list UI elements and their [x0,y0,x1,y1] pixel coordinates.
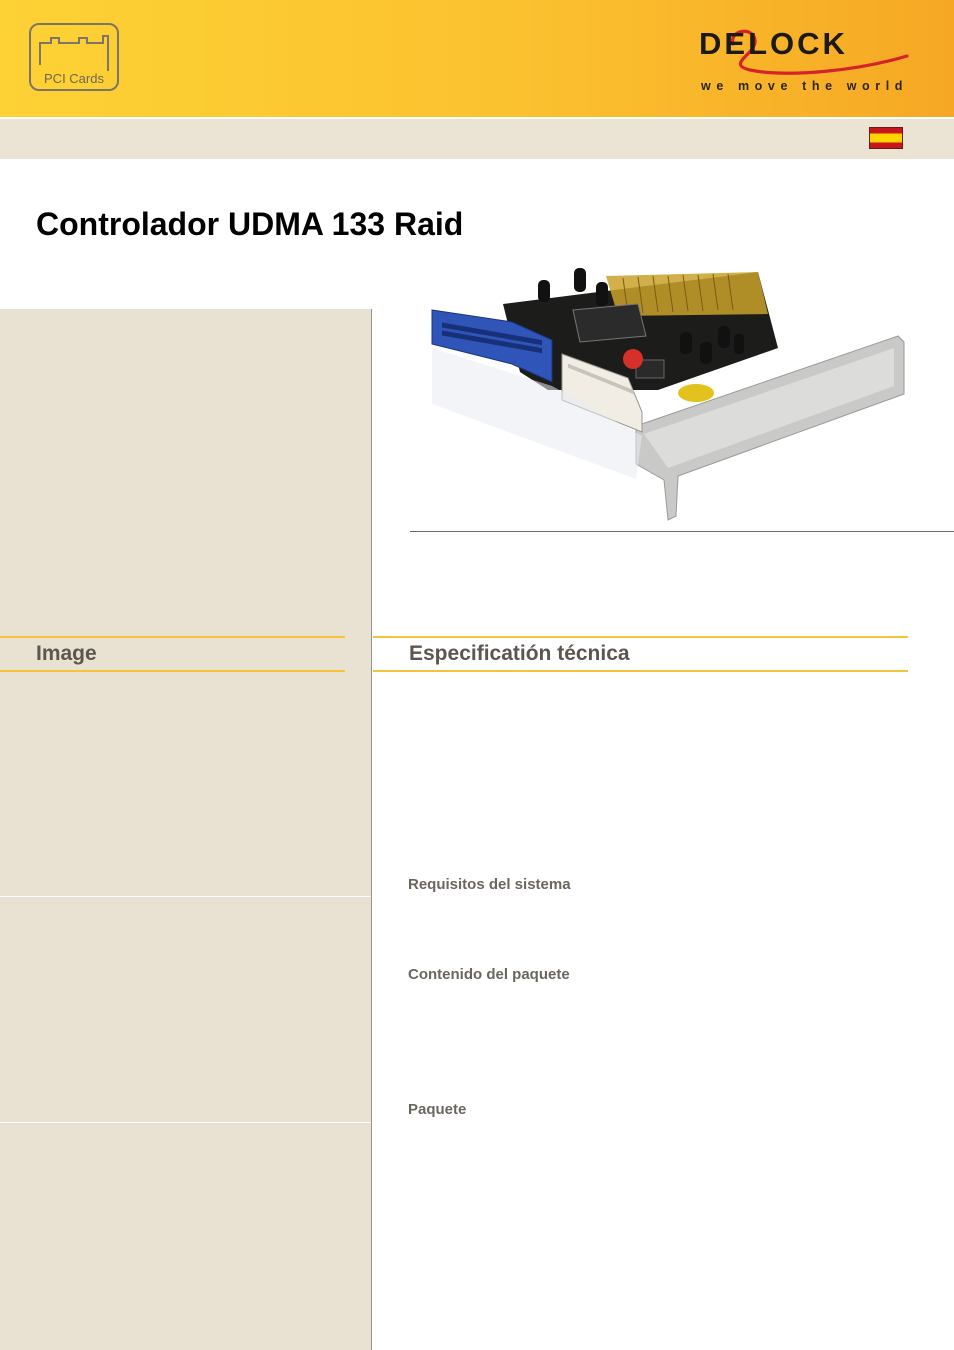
brand-tagline: we move the world [701,79,909,93]
header-divider [0,117,954,119]
image-section-header: Image [0,636,345,672]
left-column-divider [0,896,371,897]
pci-ide-raid-card-photo [431,268,905,521]
left-column [0,309,372,1350]
package-heading: Paquete [408,1101,467,1118]
system-requirements-heading: Requisitos del sistema [408,876,571,893]
image-heading: Image [36,642,97,665]
brand-name: DELOCK [699,26,848,61]
brand-swoosh [731,29,909,75]
page-header: PCI Cards DELOCK we move the world [0,0,954,117]
language-bar [0,119,954,159]
spec-section-header: Especificatión técnica [373,636,908,672]
pci-card-icon: PCI Cards [29,23,119,91]
product-title: Controlador UDMA 133 Raid [36,206,464,242]
spain-flag-icon[interactable] [869,127,903,149]
left-column-divider [0,1122,371,1123]
pci-card-glyph [39,35,109,71]
category-label: PCI Cards [44,71,104,86]
package-contents-heading: Contenido del paquete [408,966,570,983]
brand-logo: DELOCK we move the world [695,24,910,96]
photo-divider [410,531,954,532]
spec-heading: Especificatión técnica [409,642,630,665]
